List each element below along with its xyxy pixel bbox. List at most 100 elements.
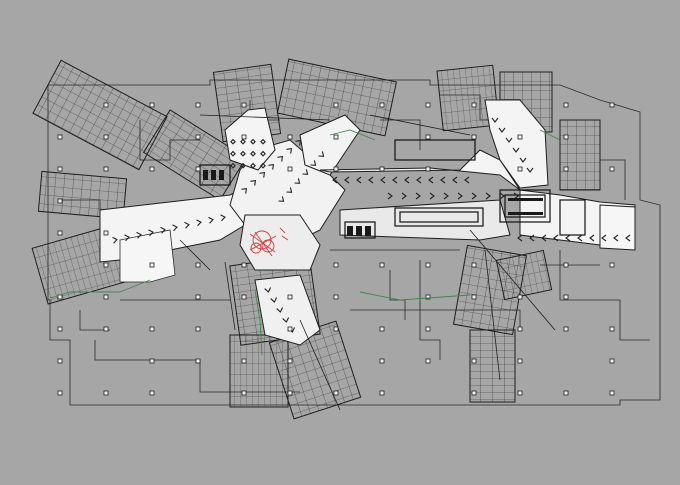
column-marker <box>379 326 385 332</box>
column-marker <box>195 294 201 300</box>
column-marker <box>103 102 109 108</box>
chevron-mark <box>452 176 458 184</box>
chevron-mark <box>332 176 338 184</box>
chevron-mark <box>529 234 535 242</box>
chevron-mark <box>220 214 226 222</box>
chevron-mark <box>286 187 293 193</box>
column-marker <box>471 358 477 364</box>
diamond-mark <box>260 162 266 169</box>
column-marker <box>103 326 109 332</box>
column-marker <box>57 166 63 172</box>
column-marker <box>195 326 201 332</box>
column-marker <box>195 102 201 108</box>
column-marker <box>333 326 339 332</box>
chevron-mark <box>625 234 631 242</box>
column-marker <box>57 326 63 332</box>
chevron-mark <box>471 192 477 200</box>
column-marker <box>471 262 477 268</box>
column-marker <box>287 326 293 332</box>
chevron-mark <box>172 224 178 232</box>
column-marker <box>471 390 477 396</box>
column-marker <box>563 134 569 140</box>
diamond-mark <box>230 150 236 157</box>
column-marker <box>241 390 247 396</box>
chevron-mark <box>270 297 278 303</box>
diamond-mark <box>240 150 246 157</box>
diamond-mark <box>260 138 266 145</box>
chevron-mark <box>491 117 499 123</box>
chevron-mark <box>443 192 449 200</box>
column-marker <box>287 294 293 300</box>
column-marker <box>379 358 385 364</box>
chevron-mark <box>457 192 463 200</box>
chevron-mark <box>356 176 362 184</box>
chevron-mark <box>344 176 350 184</box>
column-marker <box>57 134 63 140</box>
chevron-mark <box>517 234 523 242</box>
column-marker <box>563 262 569 268</box>
column-marker <box>333 134 339 140</box>
column-marker <box>333 262 339 268</box>
column-marker <box>425 294 431 300</box>
column-marker <box>149 326 155 332</box>
chevron-mark <box>136 231 142 239</box>
chevron-mark <box>404 176 410 184</box>
diamond-mark <box>230 138 236 145</box>
column-marker <box>609 358 615 364</box>
column-marker <box>241 262 247 268</box>
chevron-mark <box>302 169 309 175</box>
chevron-mark <box>278 196 285 202</box>
chevron-mark <box>276 307 284 313</box>
chevron-mark <box>613 234 619 242</box>
column-marker <box>609 326 615 332</box>
chevron-mark <box>416 176 422 184</box>
column-marker <box>379 102 385 108</box>
chevron-mark <box>513 192 519 200</box>
diamond-mark <box>230 162 236 169</box>
column-marker <box>103 134 109 140</box>
chevron-mark <box>148 229 154 237</box>
chevron-mark <box>526 167 534 173</box>
column-marker <box>333 102 339 108</box>
chevron-mark <box>387 192 393 200</box>
chevron-mark <box>415 192 421 200</box>
chevron-mark <box>208 216 214 224</box>
chevron-mark <box>485 192 491 200</box>
chevron-mark <box>380 176 386 184</box>
chevron-mark <box>268 163 275 170</box>
chevron-mark <box>124 234 130 242</box>
chevron-mark <box>428 176 434 184</box>
chevron-mark <box>294 178 301 184</box>
column-marker <box>425 134 431 140</box>
structural-diagonals <box>179 114 556 411</box>
chevron-mark <box>440 176 446 184</box>
column-marker <box>517 294 523 300</box>
chevron-mark <box>401 192 407 200</box>
diamond-mark <box>260 150 266 157</box>
column-marker <box>333 166 339 172</box>
chevron-mark <box>241 187 248 194</box>
chevron-mark <box>565 234 571 242</box>
chevron-mark <box>464 176 470 184</box>
column-marker <box>333 390 339 396</box>
chevron-mark <box>277 155 284 162</box>
column-marker <box>241 102 247 108</box>
column-marker <box>287 390 293 396</box>
column-marker <box>287 166 293 172</box>
column-marker <box>425 262 431 268</box>
green-lines <box>49 129 561 356</box>
chevron-mark <box>250 179 257 186</box>
chevron-mark <box>282 317 290 323</box>
chevron-mark <box>519 157 527 163</box>
column-marker <box>379 262 385 268</box>
column-marker <box>57 358 63 364</box>
chevron-mark <box>498 127 506 133</box>
column-marker <box>57 390 63 396</box>
chevron-mark <box>295 139 302 146</box>
column-marker <box>241 358 247 364</box>
column-marker <box>103 262 109 268</box>
diamond-mark <box>240 162 246 169</box>
column-marker <box>563 294 569 300</box>
chevron-mark <box>259 171 266 178</box>
